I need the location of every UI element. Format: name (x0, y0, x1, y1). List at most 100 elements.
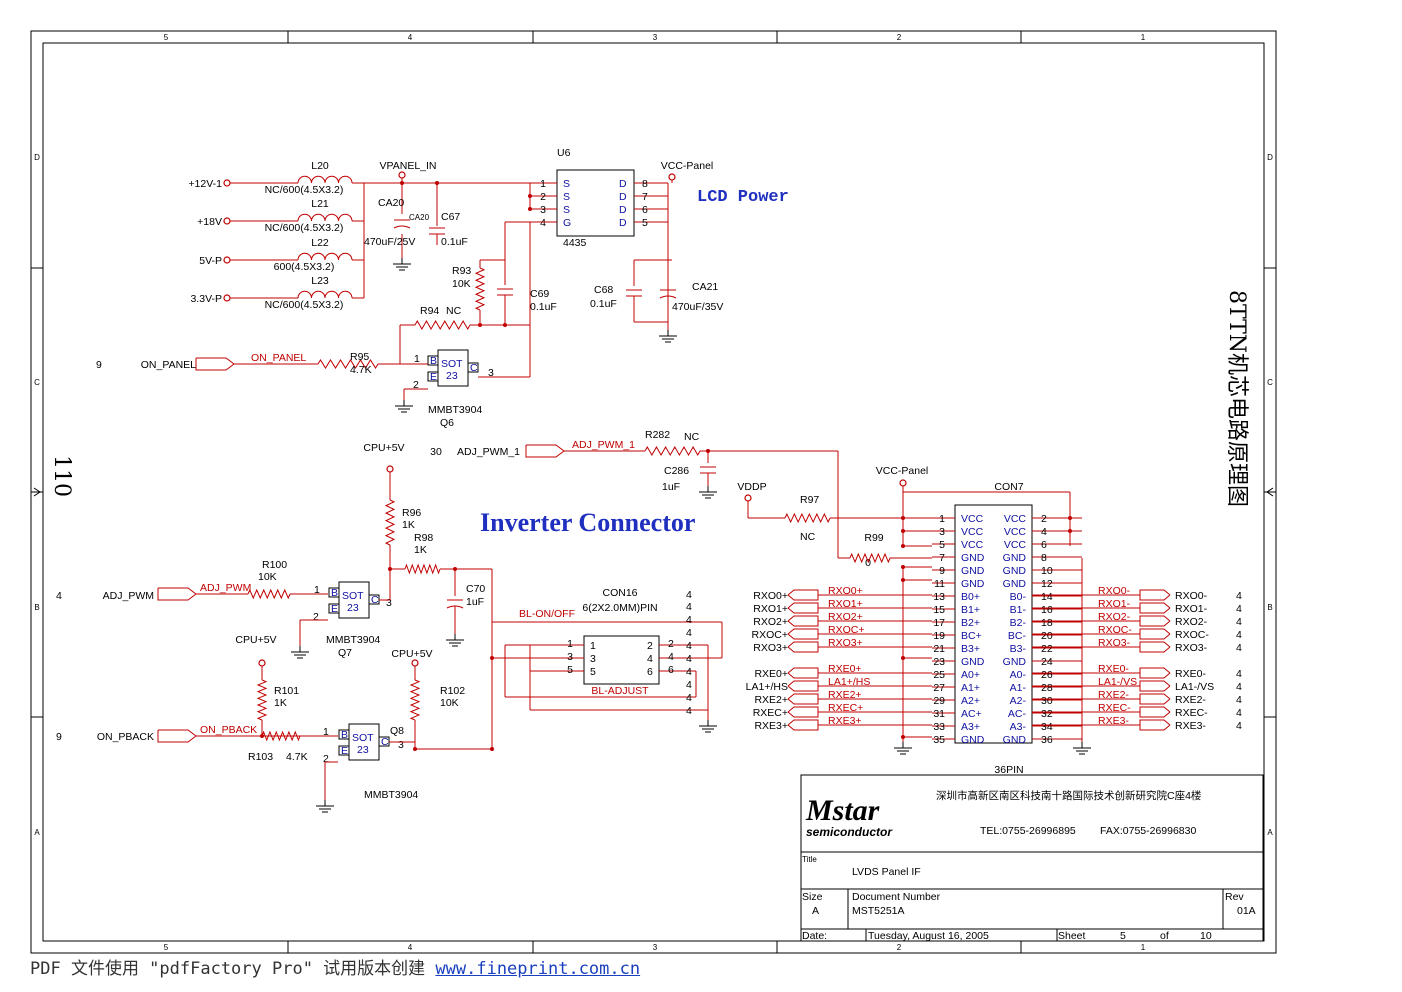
offpage-connector (1139, 667, 1171, 679)
con16-ref: CON16 (602, 587, 637, 599)
resistor (644, 445, 701, 457)
con16-side-num: 4 (686, 705, 692, 717)
con7-pin-label: VCC (1004, 513, 1027, 525)
con7-pin-num: 32 (1041, 708, 1053, 720)
frame-arrow (1266, 487, 1274, 497)
zone-row-label: A (34, 828, 40, 837)
lvds-port-left: RXE3+ (754, 720, 788, 732)
con7-pin-label: A3+ (961, 721, 980, 733)
con16-pin-num: 2 (668, 638, 674, 650)
terminal-circle (223, 294, 231, 302)
con7-pin-num: 12 (1041, 578, 1053, 590)
con7-pin-num: 10 (1041, 565, 1053, 577)
lvds-port-right: RXE0- (1175, 668, 1206, 680)
con7-pin-num: 31 (933, 708, 945, 720)
junction-dot (528, 207, 532, 211)
net-vcc-panel: VCC-Panel (876, 465, 929, 477)
offpage-connector (787, 615, 819, 627)
con7-pin-num: 27 (933, 682, 945, 694)
port-symbol (525, 444, 565, 458)
transistor-pin-label: C (371, 594, 379, 606)
terminal-circle (398, 171, 406, 179)
zone-col-label: 2 (897, 943, 902, 952)
lvds-port-number: 4 (1236, 590, 1242, 602)
transistor-pin-label: C (470, 362, 478, 374)
resistor (409, 679, 421, 721)
lvds-port-right: LA1-/VS (1175, 681, 1214, 693)
resistor (849, 552, 891, 564)
con7-pin-num: 26 (1041, 669, 1053, 681)
port-name: ON_PBACK (97, 731, 154, 743)
con7-desc: 36PIN (994, 764, 1023, 776)
inductor (297, 290, 353, 299)
u6-pin-label: D (619, 178, 627, 190)
con7-pin-label: B0+ (961, 591, 980, 603)
con7-pin-num: 5 (939, 539, 945, 551)
cap-value: 0.1uF (530, 301, 557, 313)
terminal-circle (899, 479, 907, 487)
u6-part: 4435 (563, 237, 587, 249)
con7-pin-label: B2+ (961, 617, 980, 629)
con7-pin-label: GND (1003, 552, 1027, 564)
con7-pin-num: 21 (933, 643, 945, 655)
company-logo: Mstar (805, 794, 880, 827)
resistor (256, 679, 268, 721)
company-logo-sub: semiconductor (806, 825, 893, 839)
con7-pin-label: A2- (1010, 695, 1027, 707)
inductor (297, 252, 353, 261)
zone-row-label: A (1267, 828, 1273, 837)
date-value: Tuesday, August 16, 2005 (868, 930, 989, 942)
con7-pin-num: 1 (939, 513, 945, 525)
cap-ref: C67 (441, 211, 460, 223)
res-ref: R95 (350, 351, 369, 363)
con16-pin-num: 1 (567, 638, 573, 650)
res-ref: R100 (262, 559, 287, 571)
lvds-port-right: RXO3- (1175, 642, 1208, 654)
zone-row-label: D (34, 153, 40, 162)
net-label: ON_PANEL (251, 352, 306, 364)
lvds-port-left: RXO2+ (753, 616, 788, 628)
heading-inverter-connector: Inverter Connector (480, 508, 695, 537)
title-block (800, 774, 1264, 942)
res-value: NC (800, 531, 816, 543)
con7-pin-num: 6 (1041, 539, 1047, 551)
junction-dot (901, 735, 905, 739)
resistor (247, 588, 291, 600)
con7-pin-num: 2 (1041, 513, 1047, 525)
lvds-port-right: RXE3- (1175, 720, 1206, 732)
con7-pin-num: 7 (939, 552, 945, 564)
transistor-pin-b (427, 355, 439, 366)
company-address: 深圳市高新区南区科技南十路国际技术创新研究院C座4楼 (936, 789, 1202, 802)
net-bl-onoff: BL-ON/OFF (519, 608, 575, 620)
sheet-border (30, 30, 1277, 954)
con7-pin-label: GND (961, 734, 985, 746)
lvds-net-left: RXO1+ (828, 598, 863, 610)
lvds-net-left: RXE3+ (828, 715, 862, 727)
offpage-connector (1139, 641, 1171, 653)
power-input-net: 5V-P (199, 255, 222, 267)
net-label: ON_PBACK (200, 724, 257, 736)
u6-pin-num: 4 (540, 217, 546, 229)
zone-col-label: 2 (897, 33, 902, 42)
res-ref: R96 (402, 507, 421, 519)
res-ref: R282 (645, 429, 670, 441)
pin-num: 2 (323, 753, 329, 765)
side-page-number: 110 (49, 455, 74, 497)
u6-pin-label: D (619, 217, 627, 229)
pin-num: 3 (386, 597, 392, 609)
lvds-port-number: 4 (1236, 642, 1242, 654)
lvds-net-right: RXO1- (1098, 598, 1131, 610)
junction-dot (260, 734, 264, 738)
offpage-connector (787, 680, 819, 692)
lvds-port-right: RXOC- (1175, 629, 1209, 641)
transistor-pin-label: B (341, 729, 348, 741)
port-name: ADJ_PWM_1 (457, 446, 520, 458)
transistor-pin-label: B (430, 355, 437, 367)
u6-pin-num: 8 (642, 178, 648, 190)
power-input-net: +18V (197, 216, 222, 228)
footer-link[interactable]: www.fineprint.com.cn (435, 959, 641, 979)
con7-pin-label: GND (1003, 578, 1027, 590)
zone-row-label: D (1267, 153, 1273, 162)
con7-pin-label: GND (1003, 565, 1027, 577)
